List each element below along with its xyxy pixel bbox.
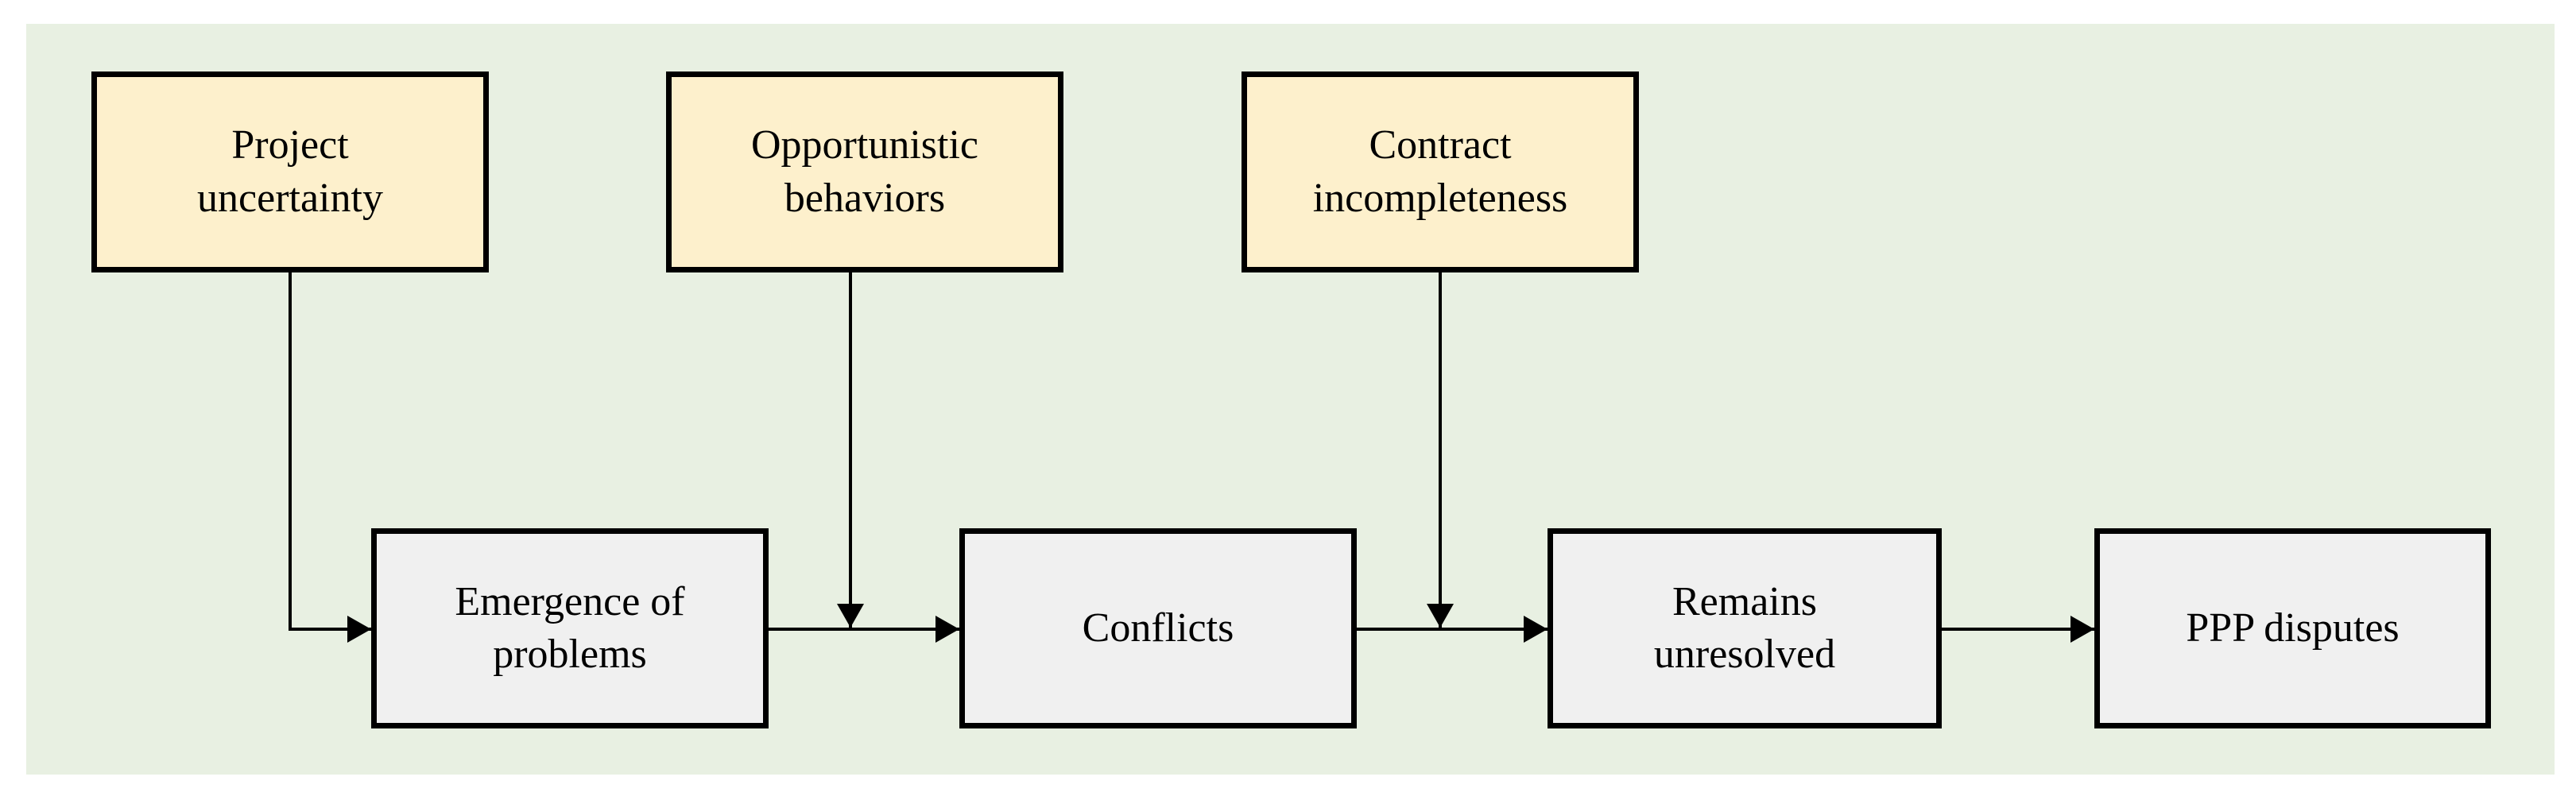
node-conflicts: Conflicts	[959, 528, 1357, 728]
node-contract-incompleteness: Contract incompleteness	[1242, 71, 1639, 272]
node-remains-unresolved: Remains unresolved	[1548, 528, 1942, 728]
node-emergence-of-problems: Emergence of problems	[371, 528, 769, 728]
node-opportunistic-behaviors: Opportunistic behaviors	[666, 71, 1063, 272]
node-label: PPP disputes	[2186, 605, 2400, 651]
node-label: Remains unresolved	[1653, 578, 1836, 677]
node-label: Contract incompleteness	[1312, 122, 1568, 221]
node-ppp-disputes: PPP disputes	[2094, 528, 2491, 728]
node-label: Opportunistic behaviors	[751, 122, 978, 221]
node-project-uncertainty: Project uncertainty	[91, 71, 489, 272]
node-label: Project uncertainty	[197, 122, 383, 221]
node-label: Conflicts	[1082, 605, 1234, 651]
node-label: Emergence of problems	[455, 578, 685, 677]
